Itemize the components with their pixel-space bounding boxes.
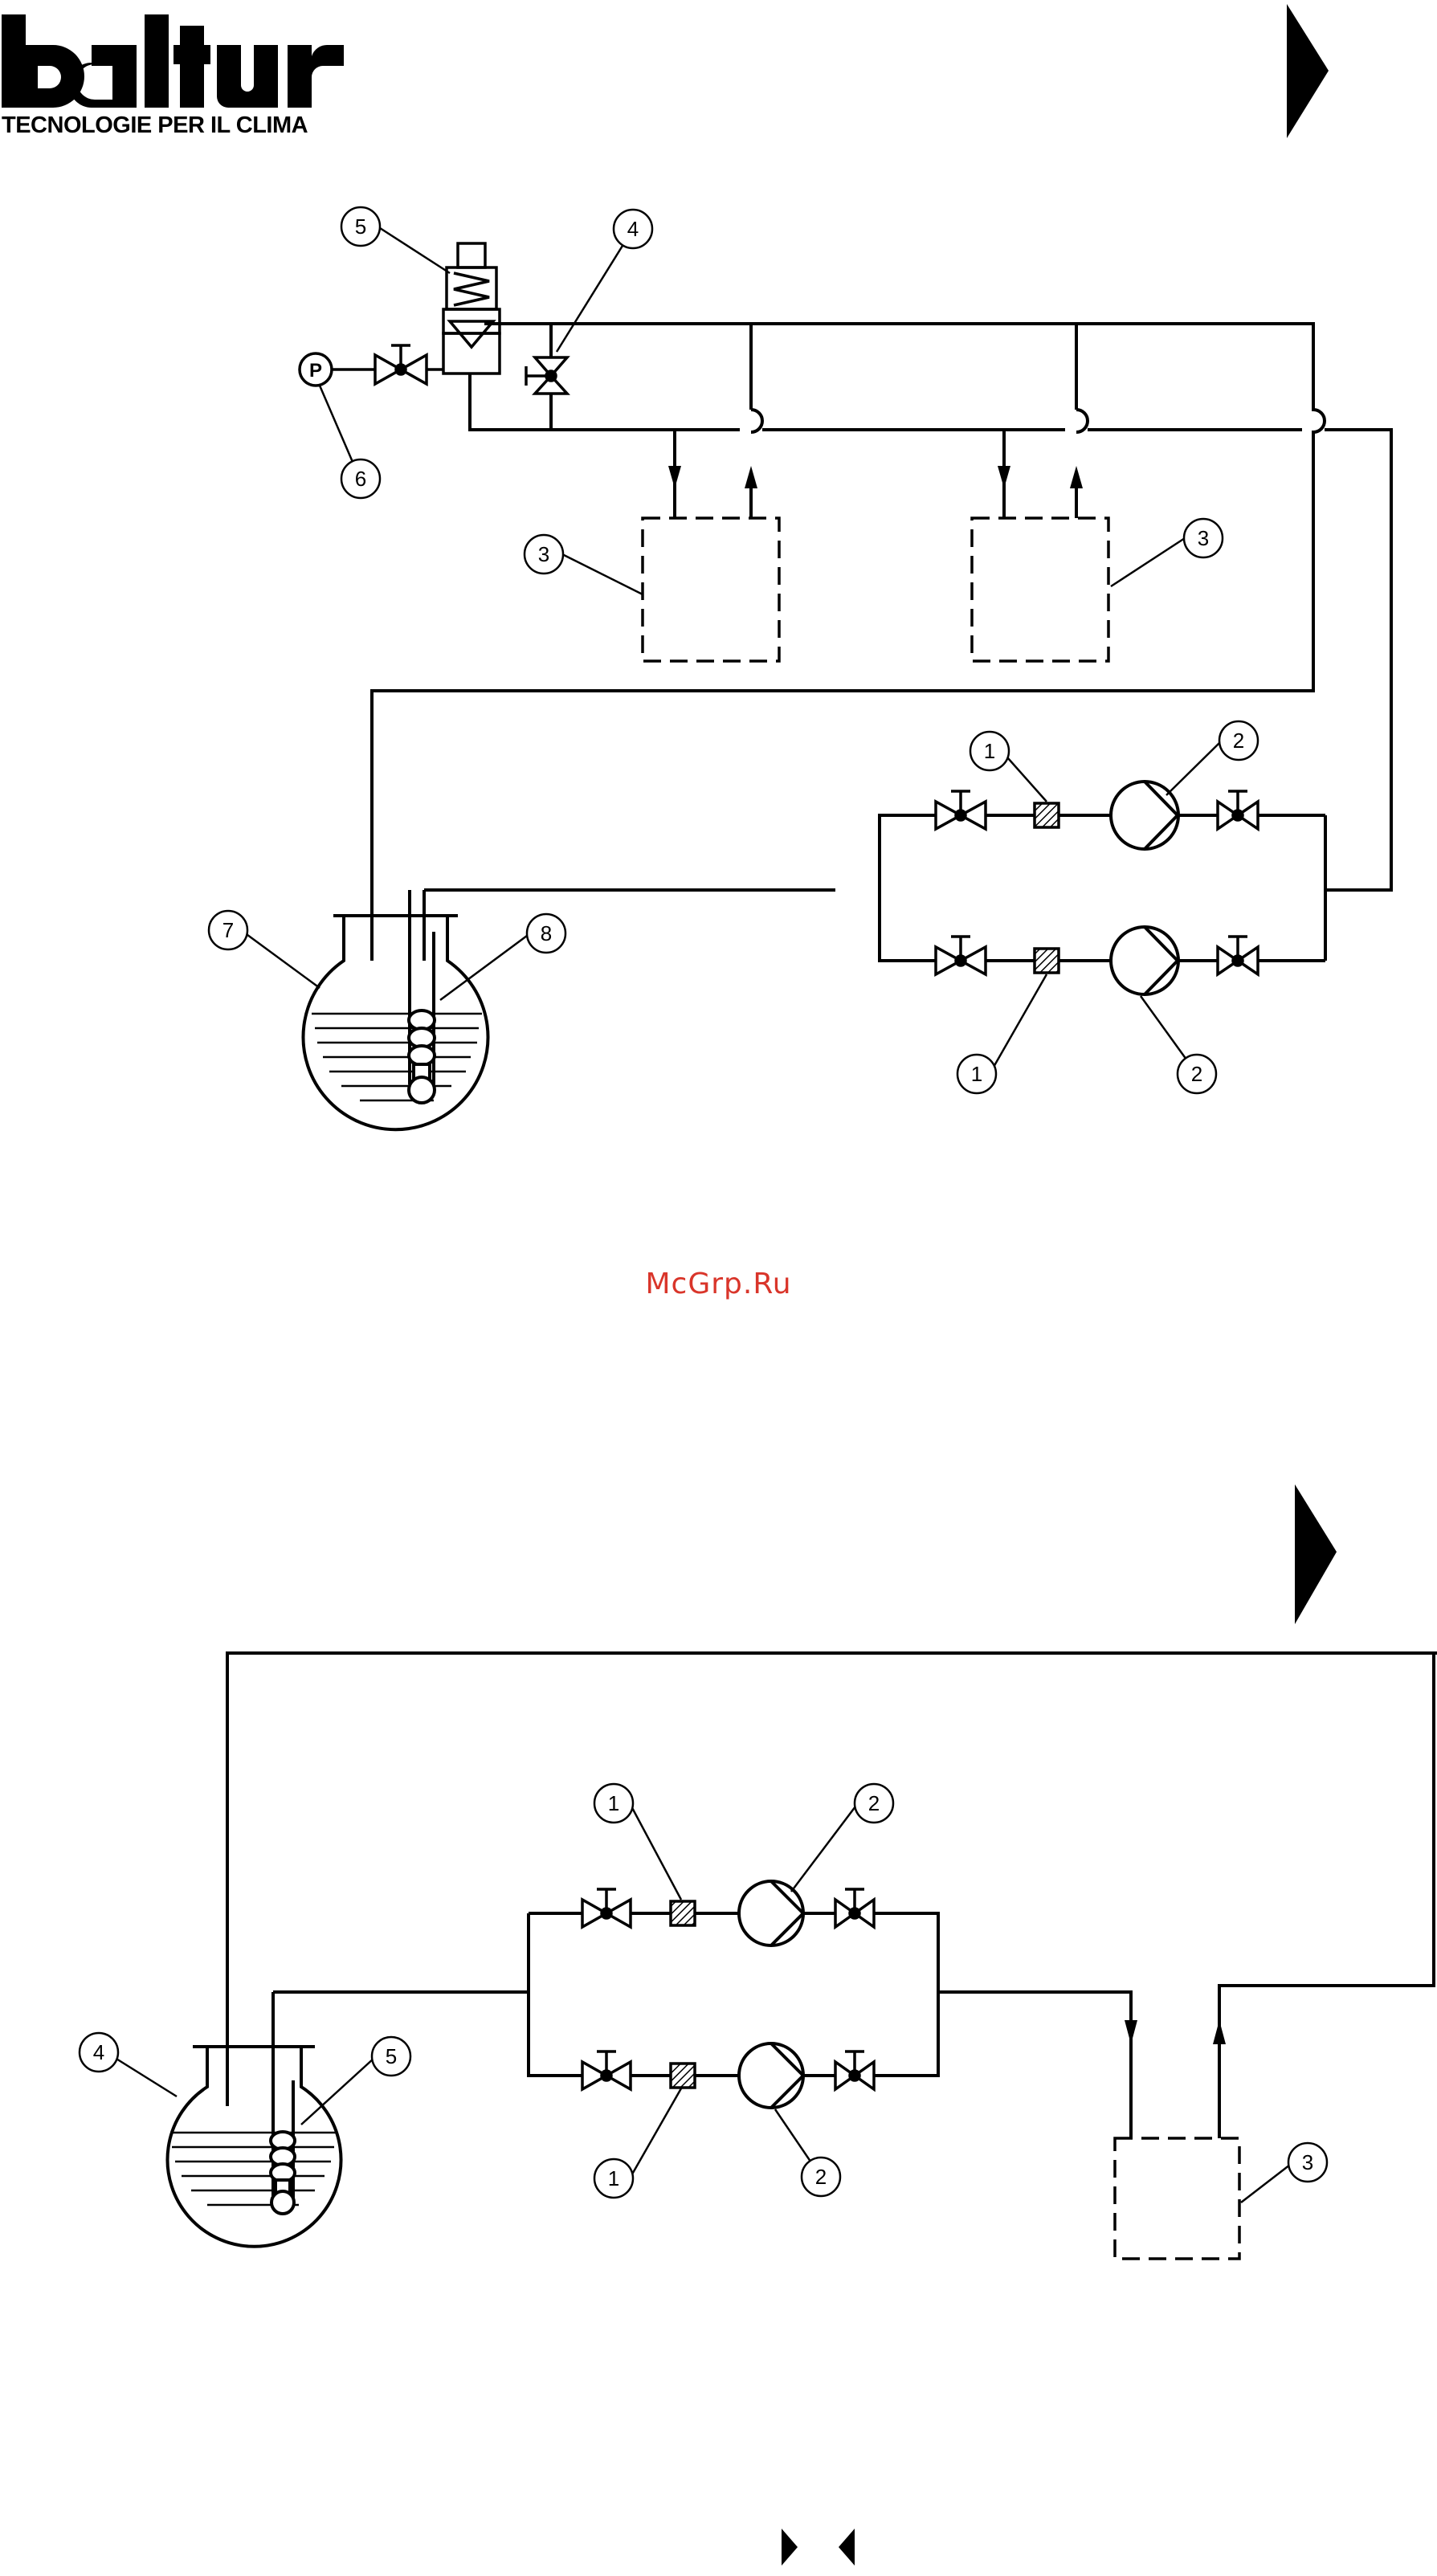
callout-4-bottom: 4 bbox=[93, 2040, 104, 2064]
user-branches bbox=[675, 430, 1076, 518]
pump-top-upper bbox=[1111, 782, 1178, 849]
flow-arrows-top bbox=[668, 466, 1083, 488]
watermark: McGrp.Ru bbox=[0, 1268, 1437, 1300]
callout-2-bottom-lower: 2 bbox=[815, 2165, 827, 2189]
user-unit-right bbox=[972, 518, 1108, 661]
valves-bottom bbox=[582, 1889, 874, 2089]
callout-2-top-upper: 2 bbox=[1233, 729, 1244, 753]
callout-2-bottom-upper: 2 bbox=[868, 1791, 880, 1815]
callout-2-top-lower: 2 bbox=[1191, 1062, 1202, 1086]
callout-5-bottom: 5 bbox=[386, 2044, 397, 2068]
filter-top-lower bbox=[1035, 949, 1059, 973]
callout-1-top-lower: 1 bbox=[971, 1062, 982, 1086]
valves-top bbox=[936, 791, 1258, 974]
callouts bbox=[80, 207, 1327, 2202]
supply-header bbox=[372, 324, 1325, 961]
callout-1-top-upper: 1 bbox=[984, 739, 995, 763]
user-unit-bottom bbox=[1115, 2138, 1239, 2259]
flow-arrows-bottom bbox=[1125, 2020, 1226, 2044]
pump-bottom-lower bbox=[739, 2043, 803, 2108]
callout-8-top: 8 bbox=[541, 921, 552, 945]
callout-5-top: 5 bbox=[355, 214, 366, 239]
callout-6-top: 6 bbox=[355, 467, 366, 491]
nav-next-icon[interactable] bbox=[782, 2529, 798, 2566]
callout-7-top: 7 bbox=[222, 918, 234, 942]
callout-3-top-right: 3 bbox=[1198, 526, 1209, 550]
tank-top bbox=[303, 890, 488, 1129]
diagram-top bbox=[372, 324, 1391, 961]
callout-1-bottom-upper: 1 bbox=[608, 1791, 619, 1815]
callout-4-top: 4 bbox=[627, 217, 639, 241]
nav-prev-icon[interactable] bbox=[839, 2529, 855, 2566]
callout-labels: 5 4 6 3 3 1 2 1 2 7 8 1 2 1 2 3 4 5 bbox=[93, 214, 1313, 2190]
callout-3-top-left: 3 bbox=[538, 542, 549, 566]
tank-bottom bbox=[167, 2047, 341, 2247]
pump-top-lower bbox=[1111, 927, 1178, 994]
pump-bottom-upper bbox=[739, 1881, 803, 1945]
filter-top-upper bbox=[1035, 803, 1059, 827]
user-unit-left bbox=[643, 518, 779, 661]
filter-bottom-upper bbox=[671, 1901, 695, 1925]
next-page-arrow-top[interactable] bbox=[1287, 4, 1329, 138]
filter-bottom-lower bbox=[671, 2064, 695, 2088]
gauge-letter: P bbox=[309, 360, 322, 382]
pressure-relief-valve bbox=[443, 243, 500, 374]
next-page-arrow-bottom[interactable] bbox=[1295, 1484, 1337, 1624]
callout-3-bottom: 3 bbox=[1302, 2150, 1313, 2174]
callout-1-bottom-lower: 1 bbox=[608, 2166, 619, 2190]
bypass-valve bbox=[526, 357, 567, 394]
